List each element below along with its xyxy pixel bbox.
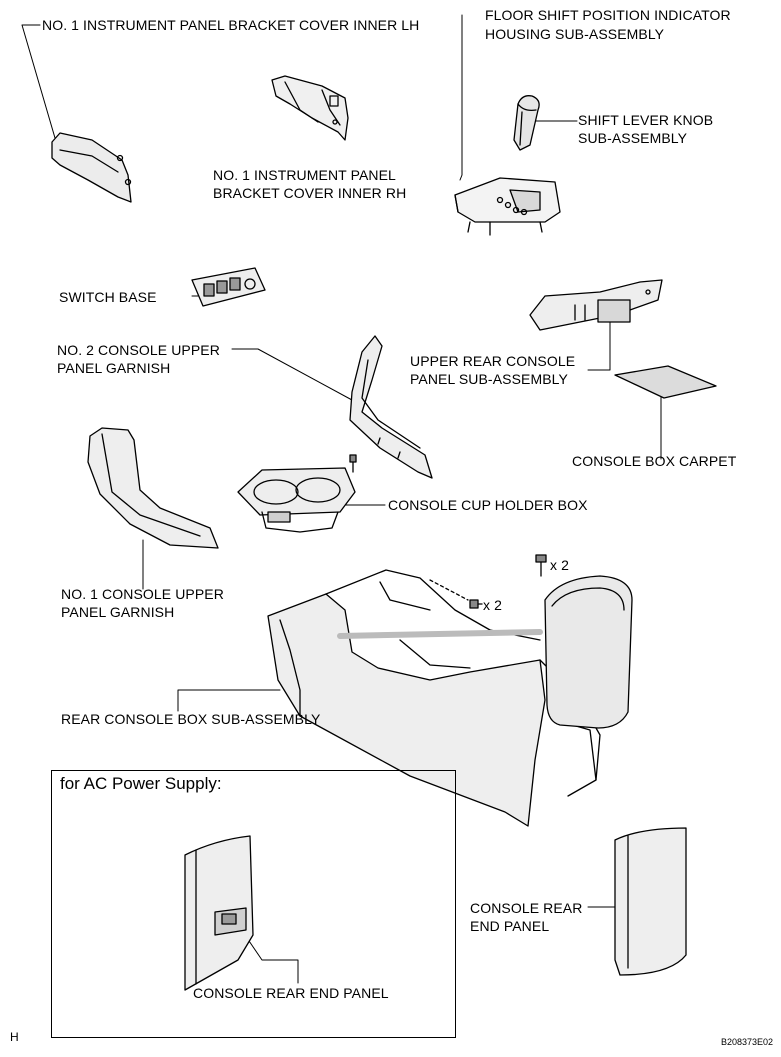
upper-rear-console-part (529, 279, 663, 331)
label-ac-rear-end-panel: CONSOLE REAR END PANEL (193, 985, 389, 1001)
label-upper-rear-line1: UPPER REAR CONSOLE (410, 353, 576, 369)
label-switch-base: SWITCH BASE (59, 289, 157, 305)
label-shift-knob-line1: SHIFT LEVER KNOB (578, 112, 714, 128)
ac-rear-end-panel-part (184, 835, 254, 991)
no1-garnish-part (87, 427, 219, 549)
corner-marker: H (10, 1030, 19, 1044)
bracket-cover-rh-part (271, 75, 349, 141)
label-bracket-cover-rh-line1: NO. 1 INSTRUMENT PANEL (213, 167, 396, 183)
armrest-lid-part (544, 575, 633, 729)
switch-base-part (191, 267, 266, 307)
label-no2-garnish-line1: NO. 2 CONSOLE UPPER (57, 342, 220, 358)
leader-lines (21, 14, 662, 984)
label-console-box-carpet: CONSOLE BOX CARPET (572, 453, 737, 469)
cup-holder-screw (349, 454, 357, 473)
label-bracket-cover-rh-line2: BRACKET COVER INNER RH (213, 185, 407, 201)
label-rear-end-panel-line1: CONSOLE REAR (470, 900, 583, 916)
floor-shift-housing-part (454, 177, 561, 236)
cup-holder-part (237, 467, 356, 533)
label-floor-shift-line1: FLOOR SHIFT POSITION INDICATOR (485, 7, 731, 23)
bracket-cover-lh-part (51, 132, 132, 203)
figure-code: B208373E02 (720, 1037, 773, 1047)
console-rear-end-panel-part (614, 827, 687, 976)
label-no2-garnish-line2: PANEL GARNISH (57, 360, 171, 376)
label-x2-middle: x 2 (483, 597, 502, 613)
label-no1-garnish-line1: NO. 1 CONSOLE UPPER (61, 586, 224, 602)
no2-garnish-part (349, 335, 433, 479)
label-cup-holder: CONSOLE CUP HOLDER BOX (388, 497, 588, 513)
ac-power-supply-box (51, 770, 456, 1038)
bolts (429, 554, 547, 609)
label-no1-garnish-line2: PANEL GARNISH (61, 604, 175, 620)
console-box-carpet-part (614, 365, 717, 399)
shift-knob-part (513, 95, 540, 151)
label-upper-rear-line2: PANEL SUB-ASSEMBLY (410, 371, 568, 387)
label-x2-right: x 2 (550, 557, 569, 573)
label-rear-end-panel-line2: END PANEL (470, 918, 550, 934)
ac-power-supply-title: for AC Power Supply: (60, 774, 222, 793)
label-bracket-cover-lh: NO. 1 INSTRUMENT PANEL BRACKET COVER INN… (42, 17, 420, 33)
rear-console-box-part (267, 569, 601, 827)
label-rear-console-box: REAR CONSOLE BOX SUB-ASSEMBLY (61, 711, 321, 727)
label-floor-shift-line2: HOUSING SUB-ASSEMBLY (485, 26, 665, 42)
label-shift-knob-line2: SUB-ASSEMBLY (578, 130, 688, 146)
